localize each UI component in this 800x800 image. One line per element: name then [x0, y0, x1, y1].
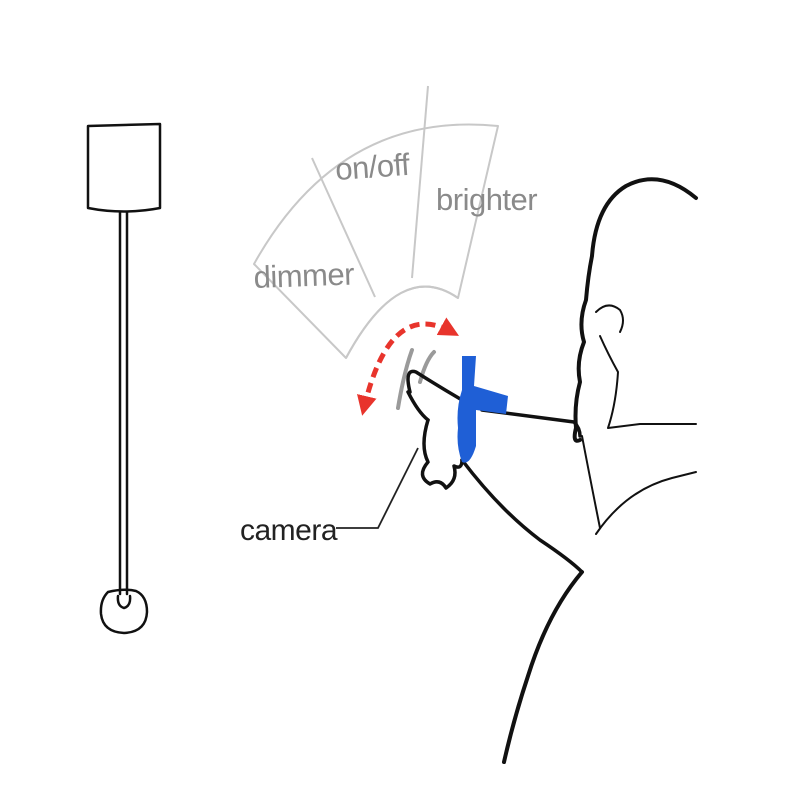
floor-lamp-icon	[86, 122, 162, 635]
index-finger	[406, 369, 464, 402]
arm-lower	[460, 458, 584, 574]
neck-line	[581, 435, 601, 529]
face-detail	[599, 335, 697, 429]
radial-menu-divider-left	[311, 157, 376, 298]
lamp-base	[99, 588, 149, 635]
finger-camera-icon	[457, 356, 508, 463]
camera-callout-line	[336, 447, 419, 529]
head-outline	[572, 177, 698, 443]
camera-label: camera	[240, 514, 338, 547]
menu-option-on-off: on/off	[334, 147, 411, 187]
arm-upper	[480, 408, 582, 438]
radial-menu-divider-right	[411, 85, 429, 279]
finger-underside	[406, 390, 430, 422]
curved-double-arrow-icon	[357, 317, 460, 416]
lamp-shade	[86, 122, 162, 213]
curled-fingers	[420, 418, 464, 490]
shoulder-line	[595, 471, 697, 535]
menu-option-dimmer: dimmer	[253, 257, 355, 295]
radial-menu	[253, 85, 499, 359]
body-outline	[502, 570, 584, 764]
lamp-pole	[118, 210, 129, 596]
ear-outline	[595, 304, 624, 333]
person-silhouette	[502, 177, 698, 764]
menu-option-brighter: brighter	[436, 182, 537, 217]
ghost-finger-icon	[396, 348, 436, 410]
radial-menu-inner-arc	[345, 285, 459, 359]
